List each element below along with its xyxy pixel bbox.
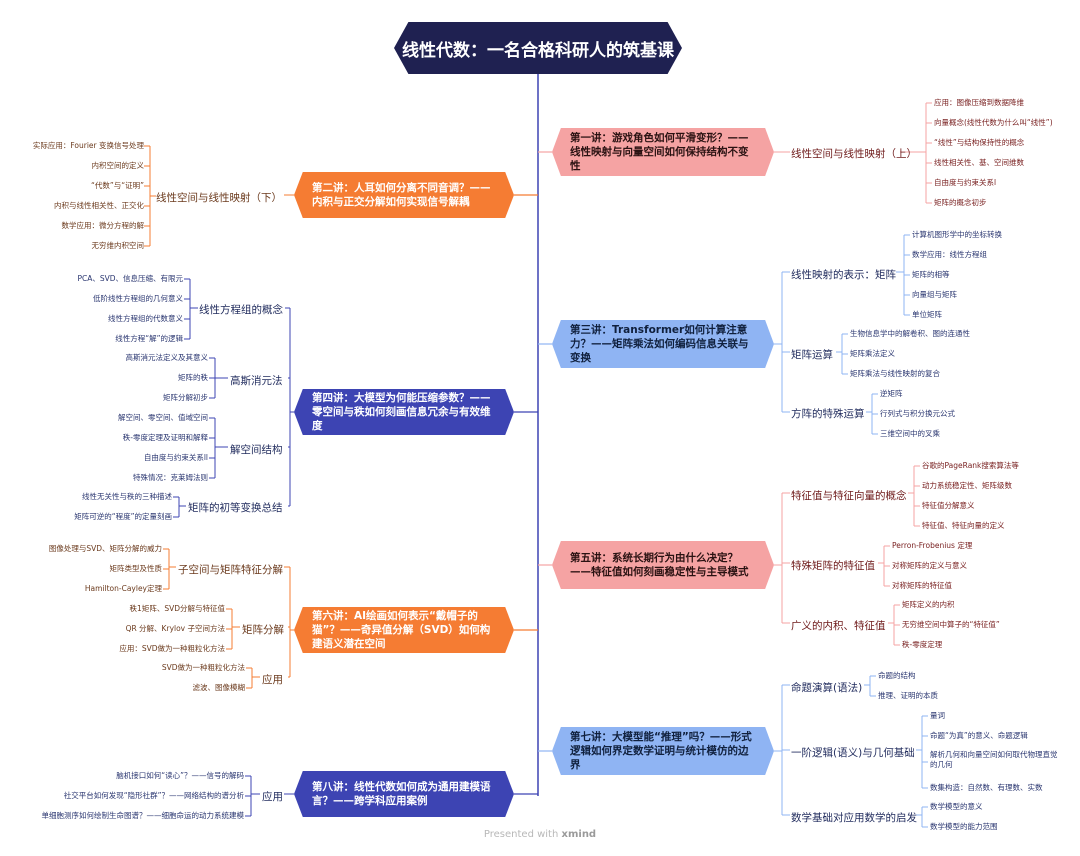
l2-leaf[interactable]: 实际应用：Fourier 变换信号处理 [32, 141, 144, 150]
l3-leaf[interactable]: 生物信息学中的解卷积、图的连通性 [850, 329, 970, 338]
footer: Presented with xmind [0, 829, 1080, 840]
l4-leaf[interactable]: 秩-零度定理及证明和解释 [122, 433, 208, 442]
l7-leaf[interactable]: 推理、证明的本质 [878, 691, 938, 700]
lecture-2-node[interactable]: 第二讲：人耳如何分离不同音调？——内积与正交分解如何实现信号解耦 [294, 172, 514, 218]
l4-topic-4[interactable]: 矩阵的初等变换总结 [188, 502, 283, 514]
l7-topic-3[interactable]: 数学基础对应用数学的启发 [791, 812, 917, 824]
l3-leaf[interactable]: 矩阵乘法与线性映射的复合 [850, 369, 940, 378]
lecture-8-node[interactable]: 第八讲：线性代数如何成为通用建模语言？——跨学科应用案例 [294, 771, 514, 817]
l4-leaf[interactable]: 线性方程组的代数意义 [108, 314, 183, 323]
l5-leaf[interactable]: 对称矩阵的定义与意义 [892, 561, 967, 570]
l4-topic-3[interactable]: 解空间结构 [230, 444, 283, 456]
l5-leaf[interactable]: 矩阵定义的内积 [902, 600, 955, 609]
l7-topic-2[interactable]: 一阶逻辑(语义)与几何基础 [791, 747, 915, 759]
l3-leaf[interactable]: 计算机图形学中的坐标转换 [912, 230, 1002, 239]
l4-leaf[interactable]: PCA、SVD、信息压缩、有限元 [77, 274, 183, 283]
l5-topic-1[interactable]: 特征值与特征向量的概念 [791, 490, 907, 502]
lecture-4-node[interactable]: 第四讲：大模型为何能压缩参数？——零空间与秩如何刻画信息冗余与有效维度 [294, 389, 514, 435]
l8-topic[interactable]: 应用 [262, 791, 283, 803]
l3-leaf[interactable]: 单位矩阵 [912, 310, 942, 319]
l2-leaf[interactable]: 内积空间的定义 [91, 161, 145, 170]
l4-topic-2[interactable]: 高斯消元法 [230, 375, 283, 387]
l1-leaf[interactable]: 矩阵的概念初步 [934, 198, 987, 207]
l1-topic[interactable]: 线性空间与线性映射（上） [791, 148, 917, 160]
l4-leaf[interactable]: 线性无关性与秩的三种描述 [82, 492, 172, 501]
l1-leaf[interactable]: 应用：图像压缩到数据降维 [934, 98, 1024, 107]
l4-leaf[interactable]: 自由度与约束关系ll [143, 453, 208, 462]
l1-leaf[interactable]: 向量概念(线性代数为什么叫“线性”) [934, 118, 1053, 127]
l4-leaf[interactable]: 线性方程“解”的逻辑 [115, 334, 183, 343]
l6-leaf[interactable]: 矩阵类型及性质 [109, 564, 163, 573]
l7-leaf[interactable]: 数集构造：自然数、有理数、实数 [930, 783, 1043, 792]
l1-leaf[interactable]: 自由度与约束关系l [934, 178, 997, 187]
l8-leaf[interactable]: 社交平台如何发现“隐形社群”？——网络结构的谱分析 [63, 791, 244, 800]
l6-leaf[interactable]: SVD做为一种粗粒化方法 [161, 663, 245, 672]
l2-leaf[interactable]: 无穷维内积空间 [91, 241, 145, 250]
l7-leaf[interactable]: 解析几何和向量空间如何取代物理直觉的几何 [930, 750, 1058, 769]
presented-with-label: Presented with [483, 829, 559, 840]
l5-leaf[interactable]: 动力系统稳定性、矩阵级数 [922, 481, 1012, 490]
l7-leaf[interactable]: 数学模型的能力范围 [930, 822, 998, 831]
l3-leaf[interactable]: 矩阵乘法定义 [850, 349, 895, 358]
l6-topic-2[interactable]: 矩阵分解 [242, 624, 284, 636]
l8-leaf[interactable]: 脑机接口如何“读心”？——信号的解码 [116, 771, 244, 780]
l5-leaf[interactable]: 对称矩阵的特征值 [892, 581, 952, 590]
l2-leaf[interactable]: 内积与线性相关性、正交化 [54, 201, 144, 210]
l5-leaf[interactable]: Perron-Frobenius 定理 [892, 541, 973, 550]
l7-leaf[interactable]: 数学模型的意义 [930, 802, 983, 811]
l8-leaf[interactable]: 单细胞测序如何绘制生命图谱？——细胞命运的动力系统建模 [41, 811, 245, 820]
l2-topic[interactable]: 线性空间与线性映射（下） [156, 192, 282, 204]
l3-leaf[interactable]: 逆矩阵 [880, 389, 903, 398]
l6-topic-3[interactable]: 应用 [262, 674, 283, 686]
l7-leaf[interactable]: 量词 [930, 711, 945, 720]
xmind-brand: xmind [561, 829, 597, 840]
lecture-3-node[interactable]: 第三讲：Transformer如何计算注意力？——矩阵乘法如何编码信息关联与变换 [552, 320, 774, 368]
l3-leaf[interactable]: 向量组与矩阵 [912, 290, 957, 299]
l3-topic-3[interactable]: 方阵的特殊运算 [791, 408, 865, 420]
l5-leaf[interactable]: 谷歌的PageRank搜索算法等 [922, 461, 1019, 470]
l5-leaf[interactable]: 秩-零度定理 [902, 640, 943, 649]
l4-leaf[interactable]: 特殊情况：克莱姆法则 [133, 473, 208, 482]
l2-leaf[interactable]: 数学应用：微分方程的解 [61, 221, 145, 230]
l6-leaf[interactable]: QR 分解、Krylov 子空间方法 [125, 624, 225, 633]
l6-leaf[interactable]: 应用：SVD做为一种粗粒化方法 [119, 644, 225, 653]
l2-leaf[interactable]: “代数”与“证明” [90, 181, 144, 190]
lecture-6-node[interactable]: 第六讲：AI绘画如何表示“戴帽子的猫”？——奇异值分解（SVD）如何构建语义潜在… [294, 607, 514, 653]
l5-topic-2[interactable]: 特殊矩阵的特征值 [791, 560, 875, 572]
l1-leaf[interactable]: “线性”与结构保持性的概念 [934, 138, 1025, 147]
l4-leaf[interactable]: 矩阵分解初步 [163, 393, 208, 402]
l4-leaf[interactable]: 矩阵的秩 [178, 373, 208, 382]
lecture-1-node[interactable]: 第一讲：游戏角色如何平滑变形？——线性映射与向量空间如何保持结构不变性 [552, 128, 774, 176]
l3-leaf[interactable]: 三维空间中的叉乘 [880, 429, 940, 438]
l3-leaf[interactable]: 行列式与积分换元公式 [880, 409, 955, 418]
l7-leaf[interactable]: 命题“为真”的意义、命题逻辑 [930, 731, 1028, 740]
l6-leaf[interactable]: 图像处理与SVD、矩阵分解的威力 [48, 544, 162, 553]
l4-leaf[interactable]: 低阶线性方程组的几何意义 [93, 294, 183, 303]
l7-topic-1[interactable]: 命题演算(语法) [791, 682, 863, 694]
l5-leaf[interactable]: 特征值分解意义 [922, 501, 975, 510]
l3-leaf[interactable]: 矩阵的相等 [912, 270, 950, 279]
lecture-7-node[interactable]: 第七讲：大模型能“推理”吗？——形式逻辑如何界定数学证明与统计模仿的边界 [552, 727, 774, 775]
l5-leaf[interactable]: 无穷维空间中算子的“特征值” [902, 620, 1000, 629]
l5-topic-3[interactable]: 广义的内积、特征值 [791, 620, 886, 632]
l4-leaf[interactable]: 高斯消元法定义及其意义 [125, 353, 209, 362]
lecture-5-node[interactable]: 第五讲：系统长期行为由什么决定？——特征值如何刻画稳定性与主导模式 [552, 541, 774, 589]
l3-leaf[interactable]: 数学应用：线性方程组 [912, 250, 987, 259]
l6-leaf[interactable]: Hamilton-Cayley定理 [84, 584, 162, 593]
l7-leaf[interactable]: 命题的结构 [878, 671, 916, 680]
l3-topic-2[interactable]: 矩阵运算 [791, 349, 833, 361]
l6-topic-1[interactable]: 子空间与矩阵特征分解 [178, 564, 283, 576]
l6-leaf[interactable]: 滤波、图像模糊 [192, 683, 246, 692]
l4-leaf[interactable]: 解空间、零空间、值域空间 [118, 413, 208, 422]
l5-leaf[interactable]: 特征值、特征向量的定义 [922, 521, 1005, 530]
l4-topic-1[interactable]: 线性方程组的概念 [199, 304, 283, 316]
l1-leaf[interactable]: 线性相关性、基、空间维数 [934, 158, 1024, 167]
l4-leaf[interactable]: 矩阵可逆的“程度”的定量刻画 [74, 512, 172, 521]
l6-leaf[interactable]: 秩1矩阵、SVD分解与特征值 [129, 604, 225, 613]
l3-topic-1[interactable]: 线性映射的表示：矩阵 [791, 269, 896, 281]
root-title[interactable]: 线性代数：一名合格科研人的筑基课 [394, 22, 682, 74]
